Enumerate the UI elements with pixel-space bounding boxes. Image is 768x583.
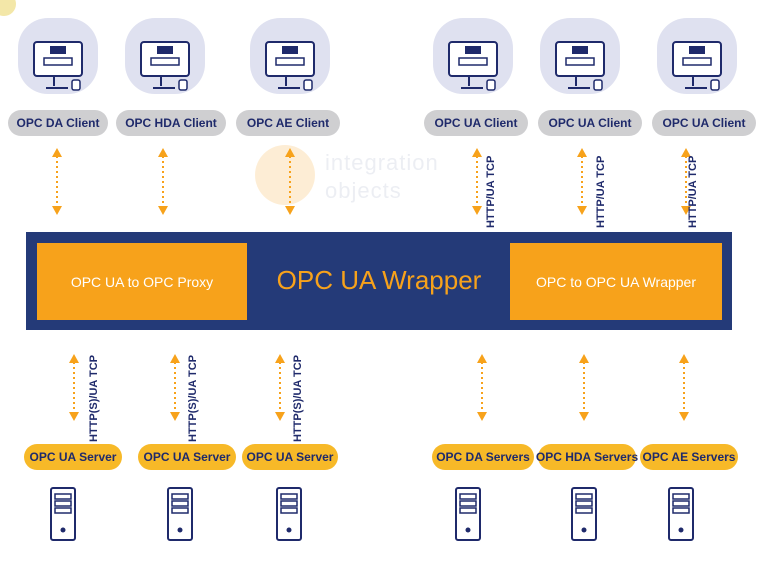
watermark-logo: integration objects <box>250 140 480 220</box>
top-protocol-label-1: HTTP/UA TCP <box>485 155 497 228</box>
opc-to-opc-ua-wrapper-box: OPC to OPC UA Wrapper <box>510 243 722 320</box>
watermark-line1: integration <box>325 150 439 175</box>
client-computer-icon <box>125 18 205 94</box>
wrapper-title: OPC UA Wrapper <box>276 265 482 295</box>
opc-ua-to-opc-proxy-box: OPC UA to OPC Proxy <box>37 243 247 320</box>
client-computer-icon <box>250 18 330 94</box>
server-tower-icon <box>455 487 481 541</box>
bottom-arrow-3 <box>275 354 285 421</box>
server-tower-icon <box>167 487 193 541</box>
client-computer-icon <box>657 18 737 94</box>
top-arrow-5 <box>577 148 587 215</box>
top-protocol-label-3: HTTP/UA TCP <box>687 155 699 228</box>
bottom-protocol-label-3: HTTP(S)/UA TCP <box>292 355 304 442</box>
client-computer-icon <box>540 18 620 94</box>
bottom-protocol-label-2: HTTP(S)/UA TCP <box>187 355 199 442</box>
corner-badge <box>0 0 16 16</box>
watermark-io-icon <box>255 145 315 205</box>
top-arrow-3 <box>285 148 295 215</box>
client-computer-icon <box>433 18 513 94</box>
server-tower-icon <box>668 487 694 541</box>
top-arrow-2 <box>158 148 168 215</box>
bottom-protocol-label-1: HTTP(S)/UA TCP <box>88 355 100 442</box>
server-tower-icon <box>571 487 597 541</box>
bottom-arrow-5 <box>579 354 589 421</box>
client-pill-opc-da: OPC DA Client <box>8 110 108 136</box>
client-pill-opc-ae: OPC AE Client <box>236 110 340 136</box>
bottom-arrow-4 <box>477 354 487 421</box>
top-protocol-label-2: HTTP/UA TCP <box>595 155 607 228</box>
client-pill-opc-ua-2: OPC UA Client <box>538 110 642 136</box>
server-pill-opc-hda: OPC HDA Servers <box>536 444 638 470</box>
watermark-line2: objects <box>325 178 402 203</box>
bottom-arrow-1 <box>69 354 79 421</box>
server-tower-icon <box>50 487 76 541</box>
client-pill-opc-ua-3: OPC UA Client <box>652 110 756 136</box>
server-pill-opc-ua-3: OPC UA Server <box>242 444 338 470</box>
server-pill-opc-ua-2: OPC UA Server <box>138 444 236 470</box>
client-computer-icon <box>18 18 98 94</box>
server-pill-opc-ae: OPC AE Servers <box>640 444 738 470</box>
top-arrow-1 <box>52 148 62 215</box>
top-arrow-4 <box>472 148 482 215</box>
server-pill-opc-ua-1: OPC UA Server <box>24 444 122 470</box>
client-pill-opc-hda: OPC HDA Client <box>116 110 226 136</box>
bottom-arrow-6 <box>679 354 689 421</box>
client-pill-opc-ua-1: OPC UA Client <box>424 110 528 136</box>
bottom-arrow-2 <box>170 354 180 421</box>
server-tower-icon <box>276 487 302 541</box>
server-pill-opc-da: OPC DA Servers <box>432 444 534 470</box>
top-arrow-6 <box>681 148 691 215</box>
